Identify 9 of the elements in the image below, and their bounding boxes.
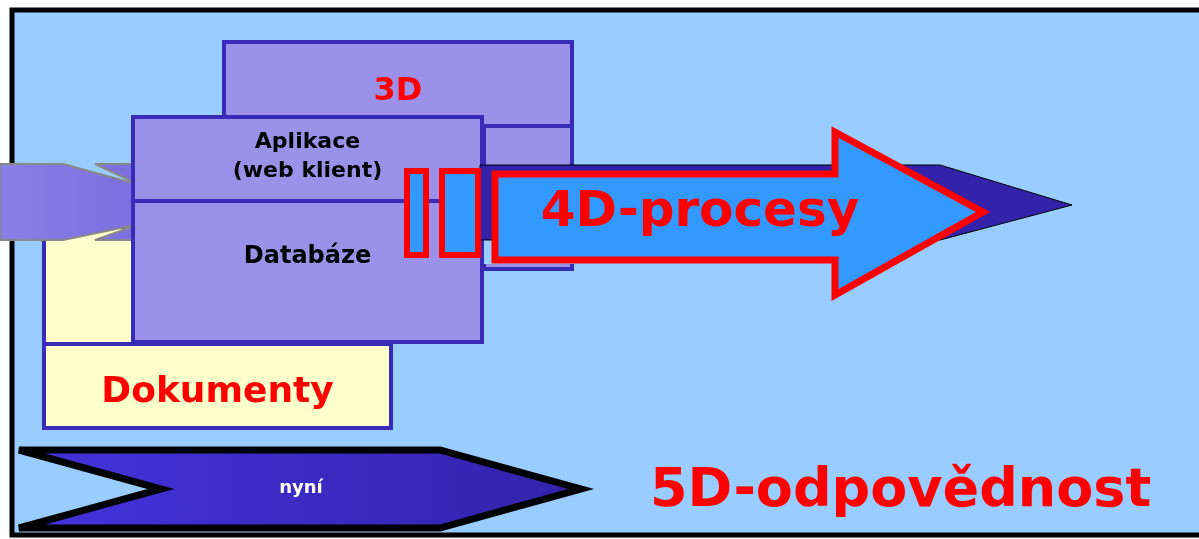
- layer-box: [482, 264, 574, 271]
- layer-title: Dokumenty: [100, 368, 335, 412]
- dimension-title: 5D-odpovědnost: [650, 456, 1152, 521]
- arrow-label: 4D-procesy: [539, 179, 861, 239]
- layer-box: [42, 342, 393, 430]
- layer-title: 3D: [372, 70, 424, 109]
- banner-label: nyní: [278, 476, 324, 498]
- layer-label: Databáze: [242, 241, 373, 270]
- layer-label: Aplikace (web klient): [231, 127, 384, 184]
